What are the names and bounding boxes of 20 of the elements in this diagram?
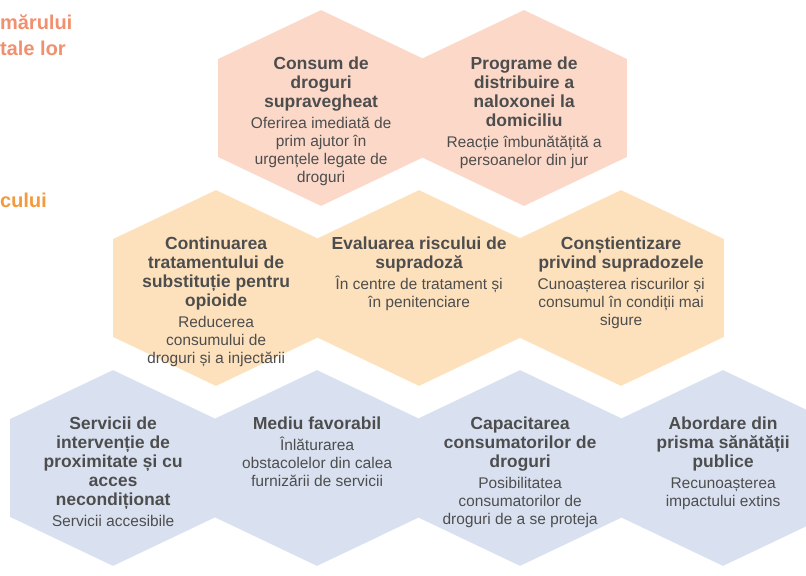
tile-description: Înlăturarea obstacolelor din calea furnizării de servicii: [241, 437, 393, 491]
tile-description: Oferirea imediată de prim ajutor în urgențele legate de droguri: [250, 115, 392, 187]
section-heading: cului: [0, 189, 48, 214]
tile-heading: Abordare din prisma sănătății publice: [655, 414, 791, 471]
tile-heading: Mediu favorabil: [252, 414, 382, 433]
tile-description: Reacție îmbunătățită a persoanelor din jur: [445, 134, 603, 170]
tile-heading: Capacitarea consumatorilor de droguri: [442, 414, 598, 471]
tile-heading: Conștientizare privind supradozele: [537, 234, 705, 272]
section-heading: mărului tale lor: [0, 11, 74, 62]
tile-heading: Continuarea tratamentului de substituție pentru opioide: [141, 234, 291, 310]
tile-description: În centre de tratament și în penitenciare: [334, 276, 504, 312]
tile-description: Servicii accesibile: [50, 513, 176, 531]
tile-heading: Programe de distribuire a naloxonei la domiciliu: [470, 54, 578, 130]
tile-description: Posibilitatea consumatorilor de droguri de a se proteja: [441, 475, 599, 529]
tile-heading: Consum de droguri supravegheat: [263, 54, 379, 111]
tile-description: Cunoașterea riscurilor și consumul în condiții mai sigure: [536, 276, 706, 330]
tile-description: Reducerea consumului de droguri și a injectării: [146, 314, 286, 368]
tile-heading: Servicii de intervenție de proximitate și cu acces necondiționat: [42, 414, 184, 509]
tile-heading: Evaluarea riscului de supradoză: [331, 234, 507, 272]
tile-description: Recunoașterea impactului extins: [664, 475, 782, 511]
